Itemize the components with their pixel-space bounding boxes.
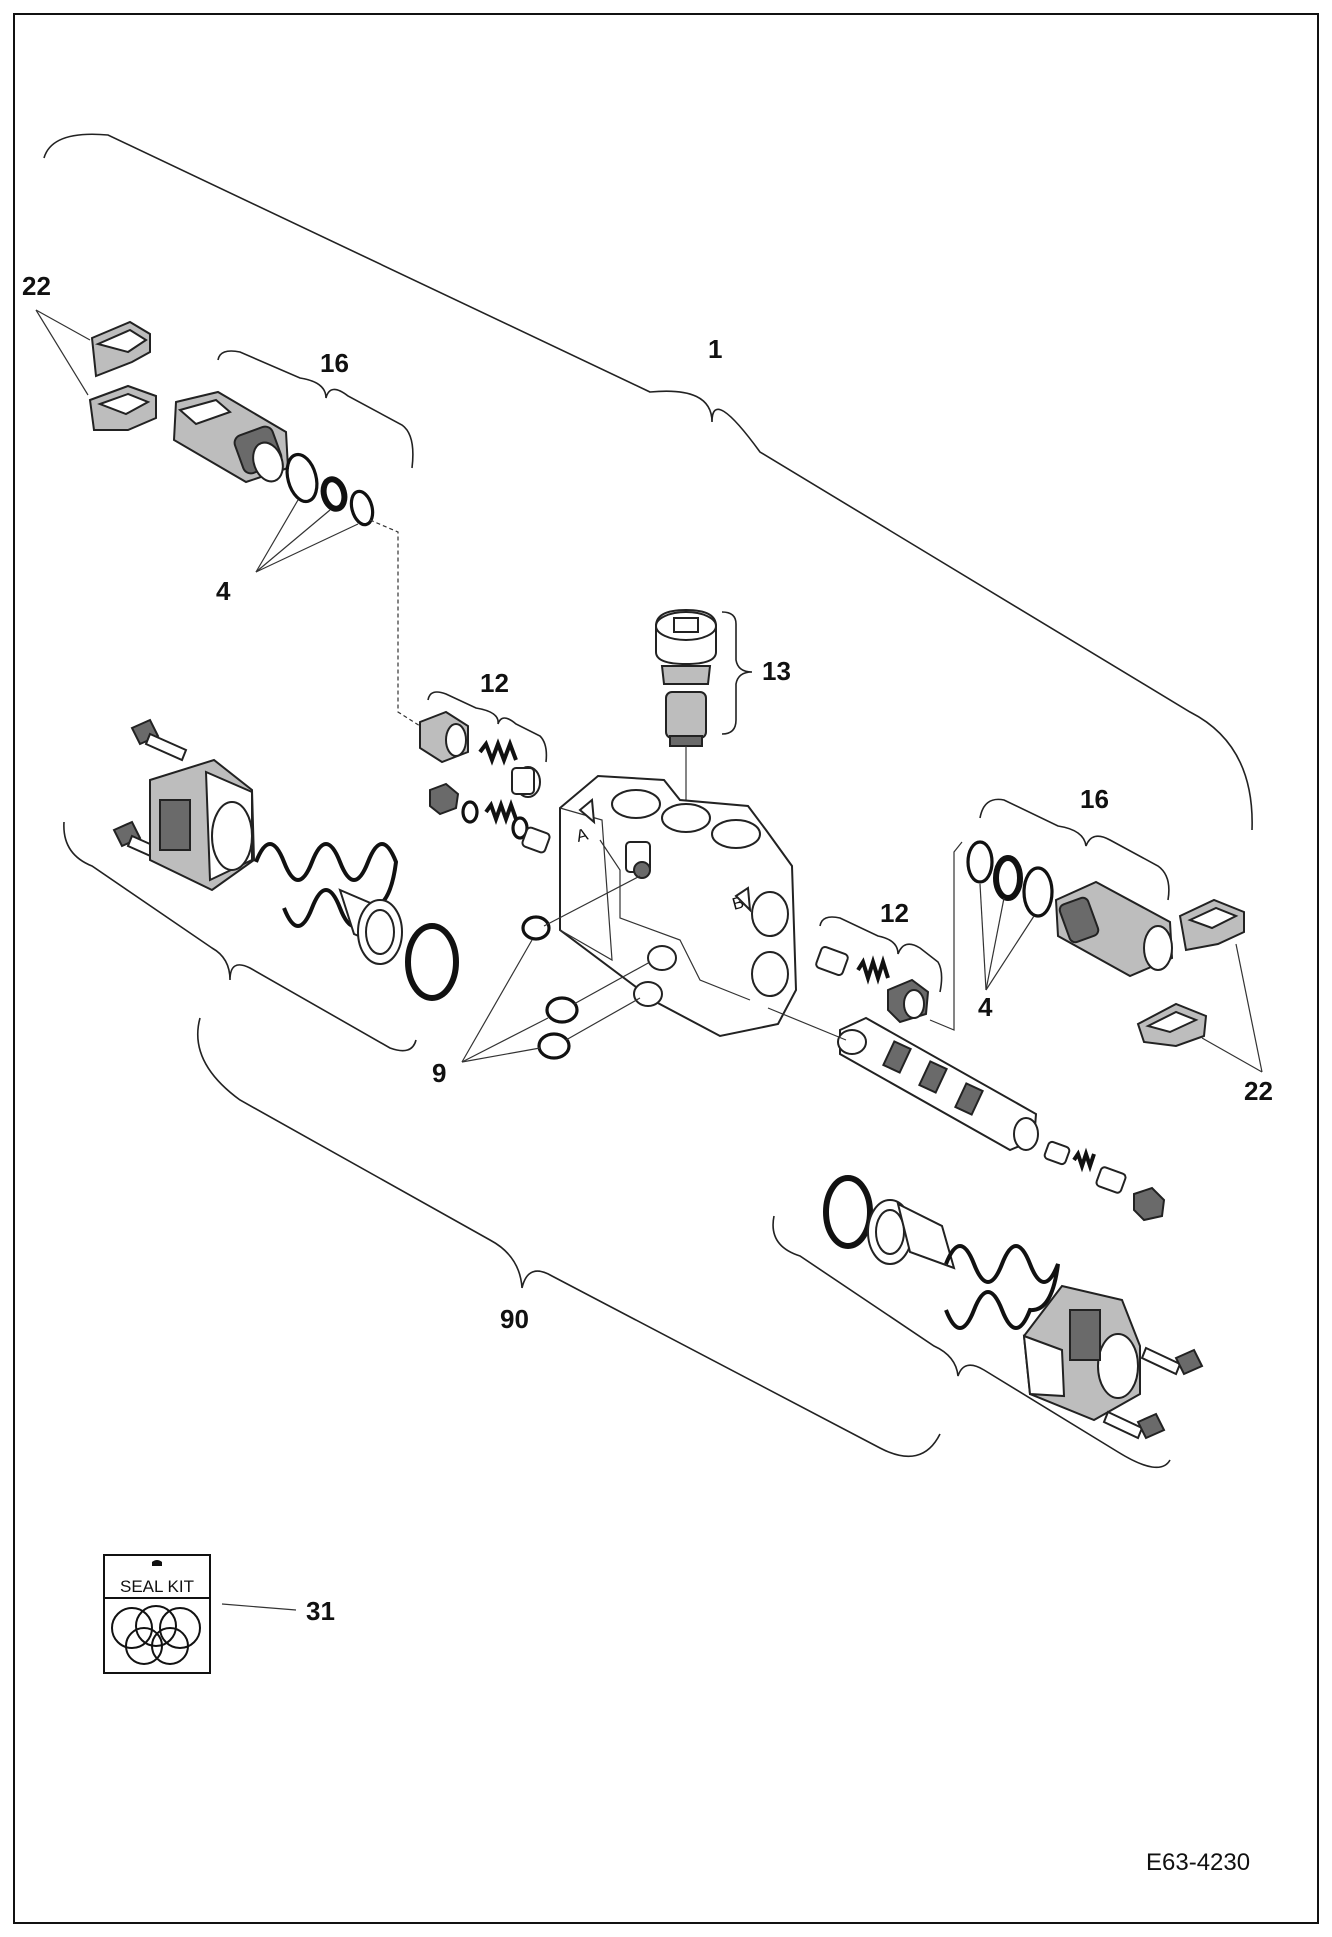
callout-90: 90 xyxy=(500,1304,529,1334)
check-valve-12-lower-left xyxy=(429,782,551,854)
brace-12-right xyxy=(819,916,943,993)
assembly-leader-left xyxy=(369,519,421,727)
callout-31: 31 xyxy=(306,1596,335,1626)
seal-kit-label: SEAL KIT xyxy=(120,1577,194,1596)
callout-1: 1 xyxy=(708,334,722,364)
plug-13 xyxy=(655,608,717,747)
spool-end-parts xyxy=(1043,1140,1166,1222)
spring-left xyxy=(254,842,399,928)
o-ring-9-b xyxy=(545,996,579,1024)
actuator-housing-left xyxy=(149,758,256,892)
brace-90 xyxy=(196,1017,941,1458)
callout-12-right: 12 xyxy=(880,898,909,928)
leader-31 xyxy=(221,1603,297,1611)
brace-12-upper xyxy=(427,691,548,763)
o-ring-4-e xyxy=(993,855,1023,901)
brace-16-right xyxy=(979,798,1170,901)
check-valve-12-upper xyxy=(419,710,541,798)
callout-4-left: 4 xyxy=(216,576,231,606)
brace-left-actuator xyxy=(63,821,417,1052)
brace-right-actuator xyxy=(772,1215,1171,1469)
check-valve-12-right xyxy=(815,946,930,1024)
brace-16-left xyxy=(217,350,414,469)
seal-kit-box: SEAL KIT xyxy=(103,1554,211,1674)
callout-22-left: 22 xyxy=(22,271,51,301)
o-ring-9-c xyxy=(537,1032,571,1060)
o-ring-left-large xyxy=(405,923,459,1001)
spool xyxy=(837,1016,1039,1152)
spring-cap-left xyxy=(338,888,403,965)
o-ring-4-d xyxy=(966,840,994,884)
callout-4-right: 4 xyxy=(978,992,993,1022)
callout-9: 9 xyxy=(432,1058,446,1088)
callout-22-right: 22 xyxy=(1244,1076,1273,1106)
callout-13: 13 xyxy=(762,656,791,686)
o-ring-9-a xyxy=(521,915,551,941)
actuator-housing-right xyxy=(1022,1284,1141,1422)
spring-right xyxy=(944,1244,1060,1330)
callout-16-left: 16 xyxy=(320,348,349,378)
drawing-border xyxy=(13,13,1319,1924)
o-ring-right-large xyxy=(823,1175,873,1249)
o-ring-4-c xyxy=(349,489,375,527)
drawing-id: E63-4230 xyxy=(1146,1849,1250,1876)
relief-valve-16-left xyxy=(172,390,290,484)
o-ring-4-b xyxy=(320,476,348,512)
relief-valve-16-right xyxy=(1054,880,1174,978)
bolt-right-lower xyxy=(1102,1410,1166,1440)
assembly-leader-right xyxy=(929,841,963,1031)
o-ring-4-a xyxy=(285,452,319,504)
bolt-right-upper xyxy=(1140,1346,1204,1376)
o-ring-4-f xyxy=(1022,866,1054,918)
callout-12-upper: 12 xyxy=(480,668,509,698)
valve-body: A B xyxy=(559,774,798,1038)
clamp-22-right xyxy=(1136,898,1245,1048)
bolt-left-upper xyxy=(130,718,188,762)
callout-16-right: 16 xyxy=(1080,784,1109,814)
brace-1 xyxy=(43,133,1253,831)
brace-13 xyxy=(721,611,753,735)
spring-cap-right xyxy=(867,1199,956,1270)
clamp-22-left xyxy=(88,320,157,431)
